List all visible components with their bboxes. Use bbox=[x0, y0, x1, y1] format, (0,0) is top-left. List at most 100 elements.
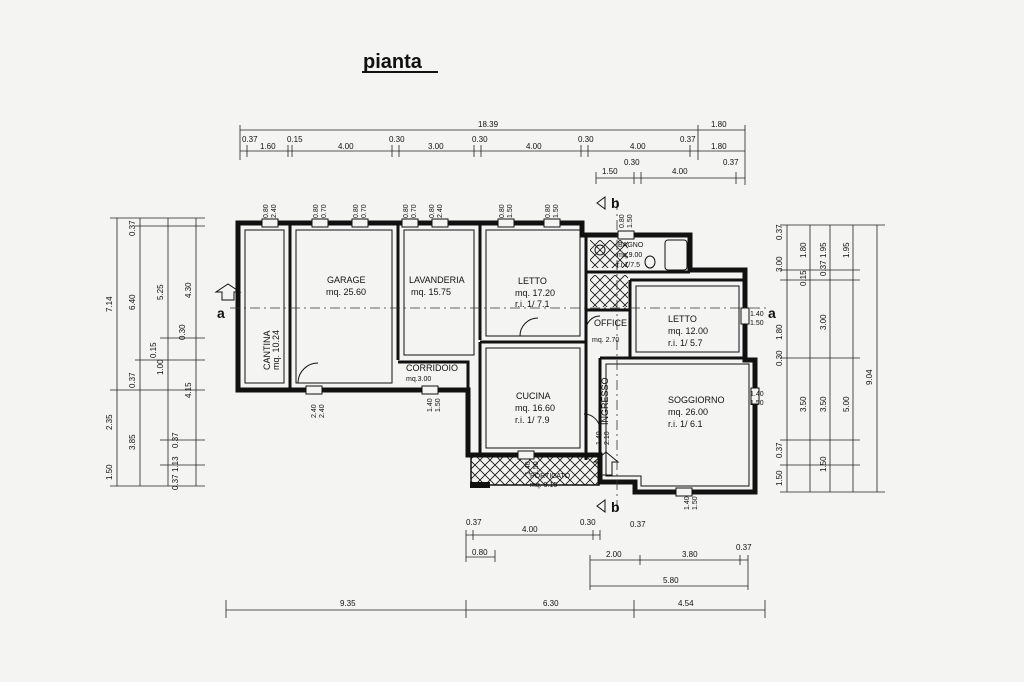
svg-text:1.50: 1.50 bbox=[533, 461, 540, 475]
svg-text:0.37: 0.37 bbox=[775, 442, 784, 458]
section-marker-a-left: a bbox=[214, 283, 242, 321]
svg-text:0.37: 0.37 bbox=[128, 220, 137, 236]
svg-text:0.30: 0.30 bbox=[178, 324, 187, 340]
room-letto1-ri: r.i. 1/ 7.1 bbox=[515, 299, 550, 309]
svg-text:1.13: 1.13 bbox=[171, 456, 180, 472]
svg-text:7.14: 7.14 bbox=[105, 296, 114, 312]
room-cucina-area: mq. 16.60 bbox=[515, 403, 555, 413]
room-lavanderia-area: mq. 15.75 bbox=[411, 287, 451, 297]
toilet-icon bbox=[644, 255, 656, 269]
svg-text:2.40: 2.40 bbox=[311, 404, 318, 418]
svg-text:0.37: 0.37 bbox=[723, 158, 739, 167]
svg-text:0.70: 0.70 bbox=[321, 204, 328, 218]
room-soggiorno-area: mq. 26.00 bbox=[668, 407, 708, 417]
svg-text:0.15: 0.15 bbox=[799, 270, 808, 286]
svg-text:0.37: 0.37 bbox=[736, 543, 752, 552]
svg-text:0.30: 0.30 bbox=[389, 135, 405, 144]
room-letto2-ri: r.i. 1/ 5.7 bbox=[668, 338, 703, 348]
svg-text:0.15: 0.15 bbox=[149, 342, 158, 358]
room-ingresso-name: INGRESSO bbox=[600, 377, 610, 425]
office-tile-hatch bbox=[590, 275, 628, 307]
section-marker-a-right: a bbox=[768, 305, 776, 321]
svg-text:3.00: 3.00 bbox=[775, 256, 784, 272]
svg-text:0.80: 0.80 bbox=[429, 204, 436, 218]
svg-text:4.00: 4.00 bbox=[338, 142, 354, 151]
svg-text:2.00: 2.00 bbox=[606, 550, 622, 559]
svg-text:4.00: 4.00 bbox=[526, 142, 542, 151]
svg-text:1.60: 1.60 bbox=[260, 142, 276, 151]
room-lavanderia-name: LAVANDERIA bbox=[409, 275, 465, 285]
svg-text:2.40: 2.40 bbox=[271, 204, 278, 218]
bottom-dimensions: 0.37 4.00 0.30 0.37 0.80 2.00 3.80 0.37 … bbox=[225, 518, 766, 618]
svg-text:1.50: 1.50 bbox=[819, 456, 828, 472]
svg-text:0.70: 0.70 bbox=[411, 204, 418, 218]
entrance-arrow-icon bbox=[592, 451, 620, 476]
room-porticato-area: mq. 9.15 bbox=[530, 482, 557, 489]
svg-text:1.80: 1.80 bbox=[711, 142, 727, 151]
svg-text:3.00: 3.00 bbox=[819, 314, 828, 330]
window-marks bbox=[261, 218, 760, 497]
room-bagno-name: BAGNO bbox=[618, 242, 644, 249]
svg-text:1.40: 1.40 bbox=[427, 398, 434, 412]
room-labels: CANTINA mq. 10.24 GARAGE mq. 25.60 LAVAN… bbox=[262, 242, 725, 489]
svg-text:1.80: 1.80 bbox=[711, 120, 727, 129]
svg-text:4.30: 4.30 bbox=[184, 282, 193, 298]
svg-text:b: b bbox=[611, 195, 620, 211]
svg-text:4.00: 4.00 bbox=[522, 525, 538, 534]
svg-text:0.80: 0.80 bbox=[545, 204, 552, 218]
svg-text:b: b bbox=[611, 499, 620, 515]
svg-text:18.39: 18.39 bbox=[478, 120, 499, 129]
svg-text:0.37: 0.37 bbox=[466, 518, 482, 527]
svg-text:1.50: 1.50 bbox=[750, 320, 764, 327]
svg-text:1.40: 1.40 bbox=[684, 496, 691, 510]
room-letto1-name: LETTO bbox=[518, 276, 547, 286]
svg-text:0.80: 0.80 bbox=[499, 204, 506, 218]
svg-text:0.80: 0.80 bbox=[403, 204, 410, 218]
svg-text:9.35: 9.35 bbox=[340, 599, 356, 608]
top-dimensions: 18.39 1.80 0.37 1.60 0.15 4.00 0.30 3.00… bbox=[239, 120, 746, 185]
svg-text:1.50: 1.50 bbox=[775, 470, 784, 486]
svg-text:0.70: 0.70 bbox=[361, 204, 368, 218]
svg-text:1.50: 1.50 bbox=[602, 167, 618, 176]
svg-text:2.35: 2.35 bbox=[105, 414, 114, 430]
svg-text:1.95: 1.95 bbox=[842, 242, 851, 258]
svg-text:5.25: 5.25 bbox=[156, 284, 165, 300]
svg-text:0.37: 0.37 bbox=[630, 520, 646, 529]
svg-text:1.50: 1.50 bbox=[692, 496, 699, 510]
svg-text:3.50: 3.50 bbox=[819, 396, 828, 412]
svg-text:1.50: 1.50 bbox=[750, 400, 764, 407]
section-marker-b-bottom: b bbox=[596, 499, 620, 515]
svg-text:0.15: 0.15 bbox=[287, 135, 303, 144]
svg-text:5.00: 5.00 bbox=[842, 396, 851, 412]
door-swings bbox=[297, 315, 601, 431]
svg-text:0.37: 0.37 bbox=[128, 372, 137, 388]
porticato-step bbox=[470, 482, 490, 488]
svg-text:5.80: 5.80 bbox=[663, 576, 679, 585]
svg-text:0.37: 0.37 bbox=[775, 224, 784, 240]
svg-text:2.40: 2.40 bbox=[319, 404, 326, 418]
svg-text:0.80: 0.80 bbox=[263, 204, 270, 218]
svg-text:1.00: 1.00 bbox=[156, 359, 165, 375]
svg-text:0.30: 0.30 bbox=[472, 135, 488, 144]
svg-text:0.80: 0.80 bbox=[619, 214, 626, 228]
svg-text:1.50: 1.50 bbox=[435, 398, 442, 412]
room-soggiorno-name: SOGGIORNO bbox=[668, 395, 725, 405]
room-garage-area: mq. 25.60 bbox=[326, 287, 366, 297]
svg-text:3.50: 3.50 bbox=[799, 396, 808, 412]
svg-text:3.80: 3.80 bbox=[682, 550, 698, 559]
opening-labels: 0.80 2.40 0.80 0.70 0.80 0.70 0.80 0.70 … bbox=[263, 204, 764, 510]
svg-text:1.80: 1.80 bbox=[799, 242, 808, 258]
svg-text:0.37: 0.37 bbox=[242, 135, 258, 144]
svg-text:4.00: 4.00 bbox=[630, 142, 646, 151]
sink-icon bbox=[594, 244, 606, 256]
room-corridoio-name: CORRIDOIO bbox=[406, 363, 458, 373]
room-cucina-name: CUCINA bbox=[516, 391, 551, 401]
svg-text:0.30: 0.30 bbox=[580, 518, 596, 527]
left-dimensions: 7.14 2.35 1.50 6.40 0.37 3.85 5.25 1.00 … bbox=[105, 217, 205, 490]
room-letto1-area: mq. 17.20 bbox=[515, 288, 555, 298]
svg-text:0.30: 0.30 bbox=[624, 158, 640, 167]
svg-text:0.80: 0.80 bbox=[472, 548, 488, 557]
section-marker-b-top: b bbox=[596, 195, 620, 211]
room-cucina-ri: r.i. 1/ 7.9 bbox=[515, 415, 550, 425]
svg-text:4.00: 4.00 bbox=[672, 167, 688, 176]
